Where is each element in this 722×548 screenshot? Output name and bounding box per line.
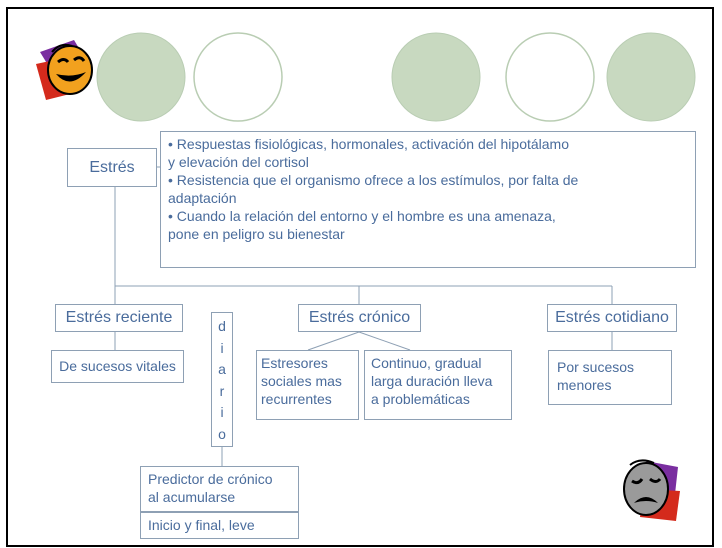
node-inicio-final: Inicio y final, leve xyxy=(140,512,299,539)
predictor-line-2: al acumularse xyxy=(148,489,236,505)
continuo-line-1: Continuo, gradual xyxy=(371,355,482,371)
diario-letter-i: i xyxy=(220,339,224,356)
node-estres-cotidiano: Estrés cotidiano xyxy=(547,304,677,332)
diario-letter-r: r xyxy=(219,382,225,399)
comedy-mask-icon xyxy=(36,40,93,100)
slide-frame xyxy=(6,7,714,547)
diario-letter-d: d xyxy=(218,318,226,334)
definition-line-1: • Respuestas fisiológicas, hormonales, a… xyxy=(168,136,570,152)
node-estres-reciente-label: Estrés reciente xyxy=(65,309,173,326)
definition-line-5: • Cuando la relación del entorno y el ho… xyxy=(168,208,556,224)
estresores-line-1: Estresores xyxy=(261,355,328,371)
continuo-line-2: larga duración lleva xyxy=(371,373,493,389)
definition-line-6: pone en peligro su bienestar xyxy=(168,226,345,242)
node-diario: d i a r i o xyxy=(211,312,233,447)
definition-box: • Respuestas fisiológicas, hormonales, a… xyxy=(160,131,696,268)
node-continuo-gradual: Continuo, gradual larga duración lleva a… xyxy=(364,350,512,420)
estresores-line-2: sociales mas xyxy=(261,373,342,389)
diario-letter-i2: i xyxy=(220,404,224,420)
diario-letter-o: o xyxy=(218,425,226,442)
definition-line-3: • Resistencia que el organismo ofrece a … xyxy=(168,172,579,188)
sucesos-menores-line-2: menores xyxy=(557,377,612,393)
node-estres-cronico-label: Estrés crónico xyxy=(308,309,411,326)
inicio-final-label: Inicio y final, leve xyxy=(148,517,255,533)
sucesos-menores-line-1: Por sucesos xyxy=(557,359,635,375)
node-sucesos-vitales-label: De sucesos vitales xyxy=(59,358,176,374)
definition-line-4: adaptación xyxy=(168,190,237,206)
definition-line-2: y elevación del cortisol xyxy=(168,154,309,170)
node-estres-cronico: Estrés crónico xyxy=(298,304,421,332)
node-predictor-cronico: Predictor de crónico al acumularse xyxy=(140,466,299,512)
node-estres: Estrés xyxy=(67,148,157,187)
node-estres-reciente: Estrés reciente xyxy=(55,304,183,332)
node-estres-cotidiano-label: Estrés cotidiano xyxy=(555,309,669,326)
tragedy-mask-icon xyxy=(623,459,680,521)
node-sucesos-menores: Por sucesos menores xyxy=(548,350,672,405)
node-sucesos-vitales: De sucesos vitales xyxy=(51,350,184,383)
predictor-line-1: Predictor de crónico xyxy=(148,471,273,487)
estresores-line-3: recurrentes xyxy=(261,391,332,407)
node-estresores-sociales: Estresores sociales mas recurrentes xyxy=(256,350,359,420)
continuo-line-3: a problemáticas xyxy=(371,391,470,407)
diario-letter-a: a xyxy=(218,361,226,377)
node-estres-label: Estrés xyxy=(89,159,135,176)
